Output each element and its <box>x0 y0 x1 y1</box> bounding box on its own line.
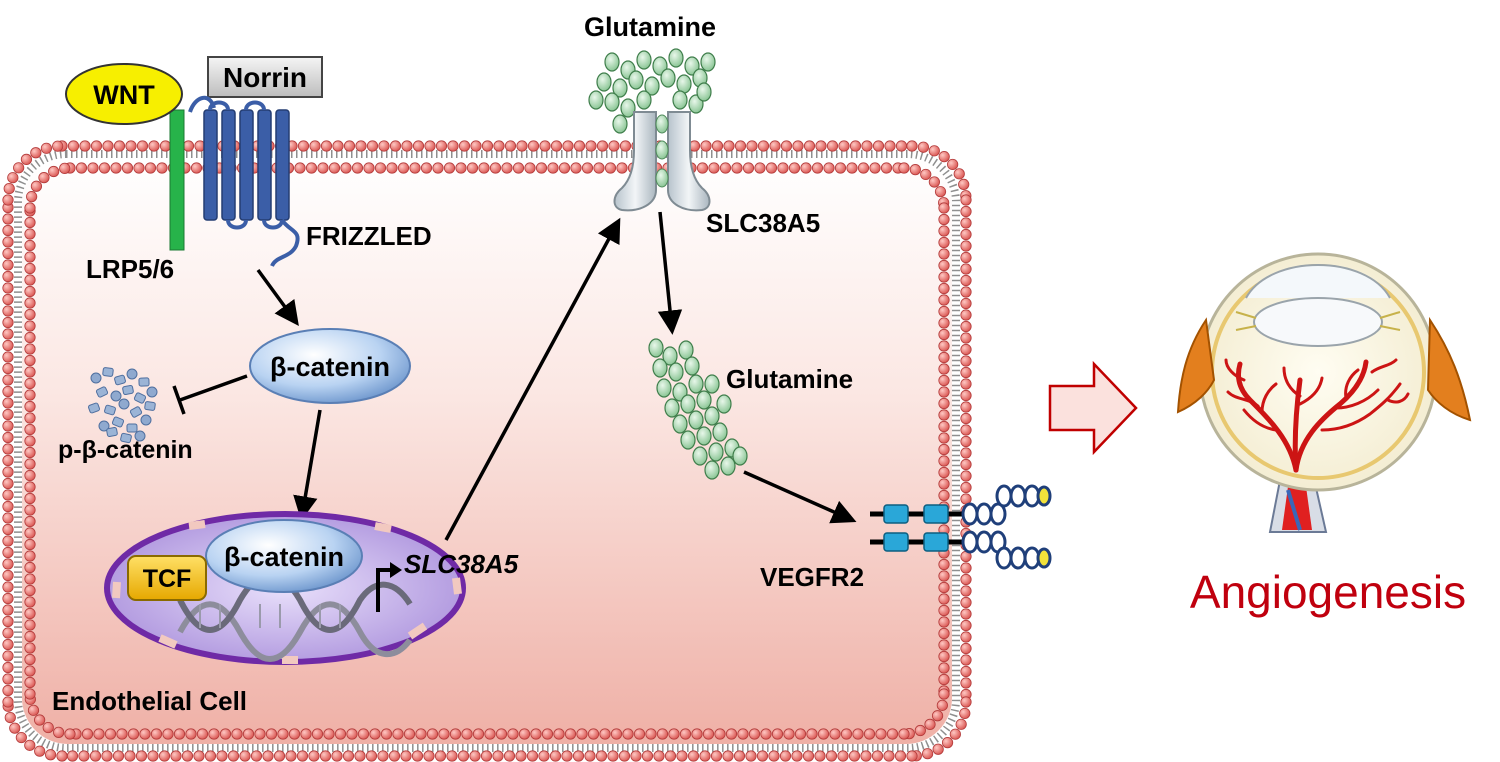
wnt-ligand-icon: WNT <box>65 63 183 125</box>
beta-catenin-cyto-label: β-catenin <box>270 352 390 382</box>
glutamine-intracellular <box>648 338 748 480</box>
membrane-inner-leaflet <box>24 162 950 740</box>
dna-helix-icon <box>177 571 413 662</box>
glutamine-extracellular <box>588 48 716 134</box>
beta-catenin-cytoplasm: β-catenin <box>249 328 411 404</box>
lrp5-6-receptor <box>169 109 185 251</box>
p-beta-catenin-label: p-β-catenin <box>58 436 193 464</box>
retinal-vessels <box>1224 358 1410 473</box>
tcf-box: TCF <box>127 555 207 601</box>
endothelial-cell-label: Endothelial Cell <box>52 686 247 716</box>
angiogenesis-label: Angiogenesis <box>1190 566 1466 618</box>
tcf-label: TCF <box>143 565 192 593</box>
vegfr2-label: VEGFR2 <box>760 562 864 592</box>
glutamine-top-label: Glutamine <box>584 12 716 42</box>
transporter-icon <box>613 111 711 212</box>
transcription-start-arrow <box>376 568 392 612</box>
lrp-label: LRP5/6 <box>86 254 174 284</box>
frizzled-receptor-icon <box>188 96 300 267</box>
p-beta-catenin-fragments <box>87 367 158 444</box>
glutamine-inside-label: Glutamine <box>726 364 853 394</box>
frizzled-label: FRIZZLED <box>306 221 432 251</box>
wnt-label: WNT <box>93 80 155 110</box>
slc38a5-transporter-label: SLC38A5 <box>706 208 820 238</box>
beta-catenin-nucleus: β-catenin <box>205 519 363 593</box>
norrin-label: Norrin <box>223 62 307 93</box>
beta-catenin-nuc-label: β-catenin <box>224 542 344 572</box>
slc38a5-gene-label: SLC38A5 <box>404 549 519 579</box>
norrin-ligand: Norrin <box>207 56 323 98</box>
vegfr2-receptor-icon <box>870 484 1052 570</box>
outcome-arrow-icon <box>1048 360 1138 456</box>
eye-icon <box>1176 252 1472 533</box>
membrane-outer-leaflet <box>2 140 972 762</box>
